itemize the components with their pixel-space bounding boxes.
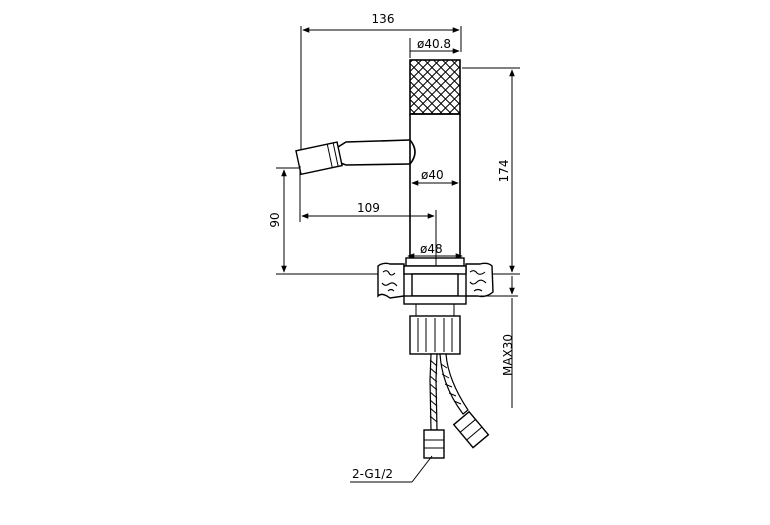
dim-spout-height-label: 90: [268, 212, 282, 227]
mounting-shank: [403, 265, 467, 355]
connection-label: 2-G1/2: [352, 467, 393, 481]
flexible-hoses: [423, 353, 490, 459]
dim-overall-width: 136: [300, 12, 462, 156]
base-flange: [405, 257, 465, 267]
dim-knurl-diameter-label: ø40.8: [417, 37, 451, 51]
connection-callout: 2-G1/2: [350, 455, 433, 483]
dim-overall-width-label: 136: [372, 12, 395, 26]
hose-nut-left: [423, 429, 445, 459]
dim-height-label: 174: [497, 160, 511, 183]
spout: [295, 139, 416, 176]
dim-max-deck-label: MAX30: [501, 334, 515, 376]
dim-base-diameter: ø48: [407, 242, 463, 259]
dim-height: 174: [462, 67, 520, 275]
dim-knurl-diameter: ø40.8: [409, 37, 460, 58]
faucet-body: [405, 59, 465, 267]
dim-max-deck: MAX30: [501, 276, 515, 408]
hose-nut-right: [452, 410, 490, 449]
dim-spout-height: 90: [268, 167, 400, 275]
knurled-handle: [409, 59, 461, 115]
dim-body-diameter-label: ø40: [421, 168, 444, 182]
dim-spout-reach-label: 109: [357, 201, 380, 215]
dim-body-diameter: ø40: [411, 168, 459, 186]
dim-base-diameter-label: ø48: [420, 242, 443, 256]
countertop-section: [377, 262, 518, 299]
dim-spout-reach: 109: [299, 166, 437, 272]
